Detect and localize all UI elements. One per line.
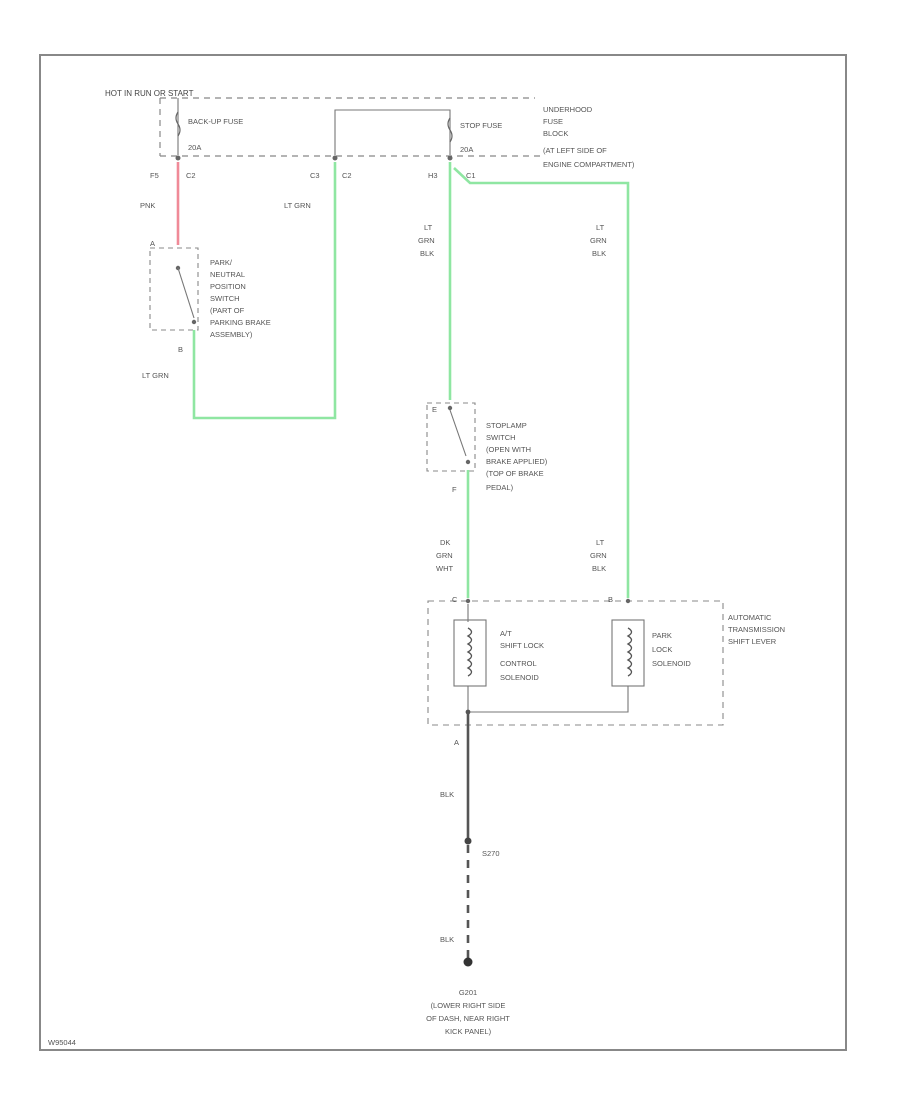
- wire-label-ltgrnblk2-b: GRN: [590, 236, 607, 245]
- ground-desc-3: KICK PANEL): [445, 1027, 492, 1036]
- wire-label-ltgrnblk1-c: BLK: [420, 249, 434, 258]
- shift-lever-box: [427, 600, 724, 726]
- park-lock-label-2: LOCK: [652, 645, 672, 654]
- shift-connector-c: C: [452, 595, 458, 604]
- ground-desc-2: OF DASH, NEAR RIGHT: [426, 1014, 510, 1023]
- terminal-f5: [175, 155, 181, 161]
- stoplamp-label-4: BRAKE APPLIED): [486, 457, 548, 466]
- terminal-c3: [332, 155, 338, 161]
- pnp-label-7: ASSEMBLY): [210, 330, 253, 339]
- backup-fuse-symbol: [175, 111, 181, 137]
- stoplamp-connector-f: F: [452, 485, 457, 494]
- park-lock-solenoid-box: [611, 619, 645, 687]
- shift-terminal-c: [465, 598, 471, 604]
- connector-c2-left: C2: [186, 171, 196, 180]
- wire-label-ltgrnblk1-a: LT: [424, 223, 433, 232]
- pnp-contact-bottom: [191, 319, 197, 325]
- splice-label: S270: [482, 849, 500, 858]
- stoplamp-label-6: PEDAL): [486, 483, 514, 492]
- shift-lever-label-3: SHIFT LEVER: [728, 637, 777, 646]
- wire-label-dkgrnwht-c: WHT: [436, 564, 453, 573]
- wire-label-ltgrnblk3-c: BLK: [592, 564, 606, 573]
- shift-lever-label-1: AUTOMATIC: [728, 613, 772, 622]
- ground-id: G201: [459, 988, 477, 997]
- wire-label-pnk: PNK: [140, 201, 155, 210]
- pnp-switch-box: [149, 247, 199, 331]
- block-label-line-4: (AT LEFT SIDE OF: [543, 146, 607, 155]
- splice-s270: [464, 837, 472, 845]
- wire-label-blk-1: BLK: [440, 790, 454, 799]
- pnp-label-3: POSITION: [210, 282, 246, 291]
- wire-label-blk-2: BLK: [440, 935, 454, 944]
- wire-lt-grn-blk-c1: [453, 167, 630, 598]
- wire-label-ltgrnblk2-c: BLK: [592, 249, 606, 258]
- block-label-line-3: BLOCK: [543, 129, 568, 138]
- block-label-line-1: UNDERHOOD: [543, 105, 593, 114]
- shift-connector-a: A: [454, 738, 459, 747]
- shift-lock-label-4: SOLENOID: [500, 673, 539, 682]
- stoplamp-label-3: (OPEN WITH: [486, 445, 531, 454]
- wire-label-ltgrnblk3-b: GRN: [590, 551, 607, 560]
- wire-label-lt-grn-2: LT GRN: [284, 201, 311, 210]
- stoplamp-connector-e: E: [432, 405, 437, 414]
- pnp-label-2: NEUTRAL: [210, 270, 245, 279]
- shift-lock-coil: [466, 627, 473, 677]
- shift-connector-b: B: [608, 595, 613, 604]
- block-label-line-2: FUSE: [543, 117, 563, 126]
- wire-label-ltgrnblk2-a: LT: [596, 223, 605, 232]
- shift-lever-label-2: TRANSMISSION: [728, 625, 785, 634]
- stoplamp-label-2: SWITCH: [486, 433, 516, 442]
- park-lock-coil: [626, 627, 633, 677]
- backup-fuse-label: BACK-UP FUSE: [188, 117, 243, 126]
- stoplamp-switch-box: [426, 402, 476, 472]
- pnp-label-4: SWITCH: [210, 294, 240, 303]
- shift-lock-label-2: SHIFT LOCK: [500, 641, 544, 650]
- wire-label-dkgrnwht-b: GRN: [436, 551, 453, 560]
- connector-c3: C3: [310, 171, 320, 180]
- pnp-connector-b: B: [178, 345, 183, 354]
- stoplamp-label-1: STOPLAMP: [486, 421, 527, 430]
- block-label-line-5: ENGINE COMPARTMENT): [543, 160, 635, 169]
- stop-fuse-rating: 20A: [460, 145, 473, 154]
- pnp-label-5: (PART OF: [210, 306, 245, 315]
- terminal-h3: [447, 155, 453, 161]
- stoplamp-contact-top: [447, 405, 453, 411]
- connector-c1: C1: [466, 171, 476, 180]
- stoplamp-switch-blade: [449, 409, 467, 457]
- connector-h3: H3: [428, 171, 438, 180]
- solenoid-common-return: [467, 686, 629, 713]
- wire-label-dkgrnwht-a: DK: [440, 538, 450, 547]
- pnp-label-1: PARK/: [210, 258, 233, 267]
- wire-lt-grn-loop: [192, 162, 337, 420]
- shift-lock-label-1: A/T: [500, 629, 512, 638]
- backup-fuse-rating: 20A: [188, 143, 201, 152]
- stop-fuse-label: STOP FUSE: [460, 121, 502, 130]
- wire-label-ltgrnblk1-b: GRN: [418, 236, 435, 245]
- hot-label: HOT IN RUN OR START: [105, 89, 194, 98]
- shift-lock-label-3: CONTROL: [500, 659, 537, 668]
- diagram-frame: [39, 54, 847, 1051]
- ground-desc-1: (LOWER RIGHT SIDE: [431, 1001, 506, 1010]
- pnp-connector-a: A: [150, 239, 155, 248]
- stoplamp-label-5: (TOP OF BRAKE: [486, 469, 544, 478]
- wire-label-ltgrnblk3-a: LT: [596, 538, 605, 547]
- wire-label-lt-grn-1: LT GRN: [142, 371, 169, 380]
- stop-fuse-jumper: [334, 109, 451, 155]
- shift-terminal-b: [625, 598, 631, 604]
- stop-fuse-symbol: [447, 117, 453, 143]
- park-lock-label-3: SOLENOID: [652, 659, 691, 668]
- pnp-label-6: PARKING BRAKE: [210, 318, 271, 327]
- connector-c2-mid: C2: [342, 171, 352, 180]
- shift-lock-solenoid-box: [453, 619, 487, 687]
- stoplamp-contact-bottom: [465, 459, 471, 465]
- pnp-switch-blade: [177, 267, 195, 319]
- connector-f5: F5: [150, 171, 159, 180]
- footer-code: W95044: [48, 1038, 76, 1047]
- park-lock-label-1: PARK: [652, 631, 672, 640]
- ground-g201-symbol: [463, 957, 473, 967]
